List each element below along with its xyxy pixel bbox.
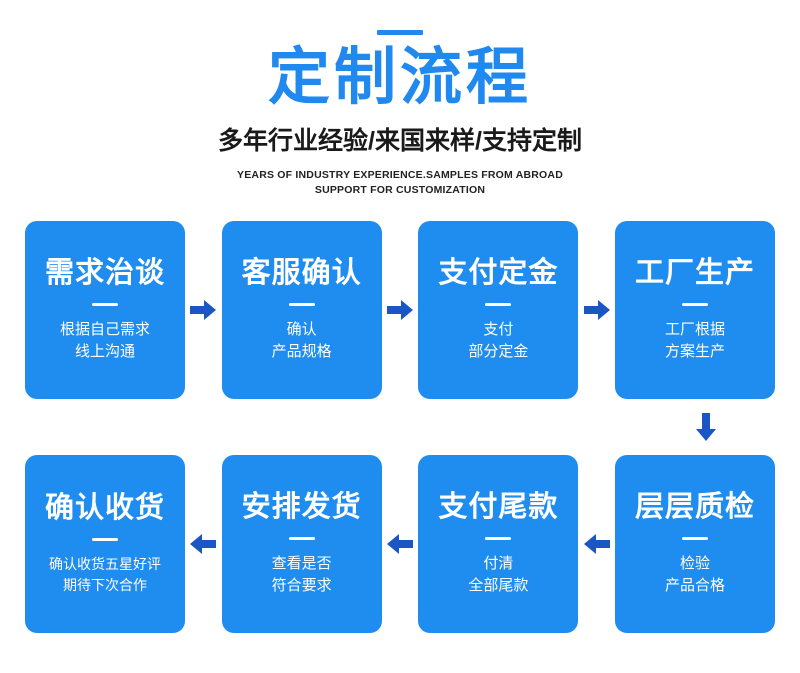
flow-step-title: 安排发货	[241, 490, 362, 523]
flow-step-desc-line-2: 期待下次合作	[63, 576, 147, 593]
flow-row-top: 需求治谈 根据自己需求 线上沟通 客服确认 确认 产品规格 支付定金	[0, 220, 800, 399]
english-line-1: YEARS OF INDUSTRY EXPERIENCE.SAMPLES FRO…	[237, 169, 563, 182]
process-flow-diagram: 需求治谈 根据自己需求 线上沟通 客服确认 确认 产品规格 支付定金	[0, 220, 800, 633]
flow-connector-4-5	[691, 399, 721, 455]
arrow-right-icon	[190, 299, 217, 320]
flow-step-divider	[682, 302, 709, 306]
flow-step-title: 支付尾款	[438, 490, 559, 523]
flow-step-description: 检验 产品合格	[665, 553, 725, 597]
flow-step-description: 付清 全部尾款	[468, 553, 528, 597]
arrow-left-icon	[387, 533, 413, 554]
flow-connector-7-8	[185, 455, 222, 633]
flow-step-divider	[485, 302, 512, 306]
flow-step-divider	[288, 302, 315, 306]
flow-step-desc-line-2: 符合要求	[271, 576, 332, 594]
flow-connector-2-3	[382, 221, 419, 399]
title-accent-bar	[377, 30, 423, 35]
flow-connector-5-6	[578, 455, 615, 633]
english-line-2: SUPPORT FOR CUSTOMIZATION	[314, 184, 486, 197]
arrow-left-icon	[583, 533, 610, 554]
arrow-right-icon	[583, 299, 610, 320]
flow-step-desc-line-1: 付清	[483, 554, 514, 572]
page-subtitle: 多年行业经验/来国来样/支持定制	[218, 127, 582, 156]
arrow-down-icon	[696, 412, 716, 441]
flow-step-card-3[interactable]: 支付定金 支付 部分定金	[418, 220, 579, 399]
flow-step-desc-line-1: 支付	[483, 320, 514, 338]
flow-step-desc-line-2: 部分定金	[468, 342, 529, 360]
flow-step-card-7[interactable]: 安排发货 查看是否 符合要求	[221, 454, 382, 633]
flow-step-card-2[interactable]: 客服确认 确认 产品规格	[221, 220, 382, 399]
flow-step-title: 工厂生产	[635, 256, 756, 289]
flow-step-desc-line-1: 确认	[286, 320, 317, 338]
flow-step-divider	[485, 536, 512, 540]
arrow-left-icon	[190, 533, 217, 554]
flow-step-card-1[interactable]: 需求治谈 根据自己需求 线上沟通	[25, 220, 185, 399]
flow-step-card-5[interactable]: 层层质检 检验 产品合格	[615, 454, 776, 633]
flow-step-description: 工厂根据 方案生产	[665, 319, 725, 363]
flow-step-description: 支付 部分定金	[468, 319, 528, 363]
flow-step-desc-line-1: 根据自己需求	[59, 320, 150, 338]
flow-step-divider	[682, 536, 709, 540]
flow-step-desc-line-2: 产品规格	[271, 342, 332, 360]
arrow-right-icon	[387, 299, 413, 320]
flow-step-title: 需求治谈	[44, 256, 165, 289]
flow-step-title: 确认收货	[44, 492, 165, 525]
flow-connector-6-7	[382, 455, 419, 633]
flow-step-desc-line-1: 检验	[680, 554, 711, 572]
flow-step-title: 支付定金	[438, 256, 559, 289]
flow-step-description: 根据自己需求 线上沟通	[60, 319, 150, 363]
flow-step-desc-line-2: 产品合格	[665, 576, 726, 594]
page-title: 定制流程	[267, 43, 532, 112]
flow-step-desc-line-1: 确认收货五星好评	[49, 556, 161, 573]
flow-step-card-6[interactable]: 支付尾款 付清 全部尾款	[418, 454, 579, 633]
page-subtitle-english: YEARS OF INDUSTRY EXPERIENCE.SAMPLES FRO…	[0, 168, 800, 198]
flow-step-title: 层层质检	[635, 490, 756, 523]
flow-step-desc-line-1: 工厂根据	[665, 320, 726, 338]
flow-connector-3-4	[578, 221, 615, 399]
flow-step-description: 确认收货五星好评 期待下次合作	[49, 554, 161, 595]
flow-step-description: 确认 产品规格	[272, 319, 332, 363]
flow-step-card-8[interactable]: 确认收货 确认收货五星好评 期待下次合作	[25, 454, 185, 633]
flow-step-divider	[288, 536, 315, 540]
flow-step-title: 客服确认	[241, 256, 362, 289]
page-header: 定制流程 多年行业经验/来国来样/支持定制 YEARS OF INDUSTRY …	[0, 0, 800, 199]
flow-connector-1-2	[185, 221, 222, 399]
flow-step-desc-line-2: 全部尾款	[468, 576, 529, 594]
flow-step-divider	[92, 302, 118, 306]
flow-step-desc-line-2: 线上沟通	[74, 342, 135, 360]
flow-step-description: 查看是否 符合要求	[272, 553, 332, 597]
flow-row-bottom: 确认收货 确认收货五星好评 期待下次合作 安排发货 查看是否 符合要求 支付尾款	[0, 454, 800, 633]
flow-step-desc-line-2: 方案生产	[665, 342, 726, 360]
flow-step-card-4[interactable]: 工厂生产 工厂根据 方案生产	[615, 220, 776, 399]
flow-step-divider	[92, 538, 118, 542]
flow-step-desc-line-1: 查看是否	[271, 554, 332, 572]
